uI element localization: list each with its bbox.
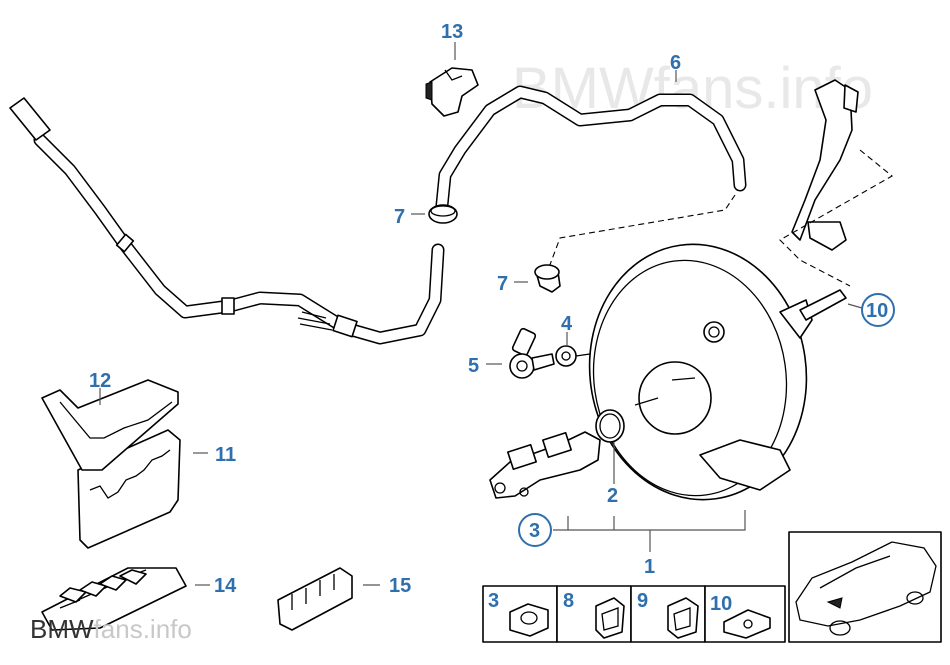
callout-10-circle xyxy=(861,293,895,327)
strip-label-8: 8 xyxy=(563,590,574,612)
callout-3-circle xyxy=(518,513,552,547)
strip-label-3: 3 xyxy=(488,590,499,612)
callout-7-lower: 7 xyxy=(497,273,508,295)
hose-clamp-lower[interactable] xyxy=(534,264,561,293)
bracket-12[interactable] xyxy=(41,379,179,471)
clip-15[interactable] xyxy=(277,567,353,631)
callout-6: 6 xyxy=(670,52,681,74)
callout-14: 14 xyxy=(214,575,237,597)
callout-5: 5 xyxy=(468,355,479,377)
callout-11: 11 xyxy=(215,444,236,466)
master-cylinder[interactable] xyxy=(489,431,601,499)
holder-clip-13[interactable] xyxy=(425,67,479,117)
vehicle-location-thumbnail xyxy=(788,531,942,643)
brake-pedal-assembly[interactable] xyxy=(779,79,893,287)
callout-7-upper: 7 xyxy=(394,206,405,228)
cable-holder-14[interactable] xyxy=(41,567,187,631)
brake-booster[interactable] xyxy=(573,230,847,514)
watermark-bottom: BMWfans.info xyxy=(30,614,192,644)
callout-15: 15 xyxy=(389,575,411,597)
callout-2: 2 xyxy=(607,485,618,507)
vacuum-hose-6[interactable] xyxy=(435,85,747,271)
callout-12: 12 xyxy=(89,370,111,392)
callout-4: 4 xyxy=(561,313,573,335)
o-ring-2[interactable] xyxy=(595,409,625,443)
strip-label-9: 9 xyxy=(637,590,648,612)
callout-1: 1 xyxy=(644,556,655,578)
clip-9-icon[interactable] xyxy=(667,597,699,639)
speed-nut-10-icon[interactable] xyxy=(723,609,771,639)
strip-label-10: 10 xyxy=(710,593,732,615)
check-valve-5[interactable] xyxy=(509,327,555,379)
leader-lines xyxy=(99,42,863,586)
callout-13: 13 xyxy=(441,21,463,43)
hose-clamp-upper[interactable] xyxy=(428,204,458,224)
small-parts-strip: 3 8 9 10 xyxy=(482,585,786,643)
vacuum-pipe-long[interactable] xyxy=(9,97,445,345)
callout-10: 10 xyxy=(866,300,888,322)
hex-nut-icon[interactable] xyxy=(509,603,549,637)
callout-3: 3 xyxy=(529,520,540,542)
clip-8-icon[interactable] xyxy=(595,597,625,639)
